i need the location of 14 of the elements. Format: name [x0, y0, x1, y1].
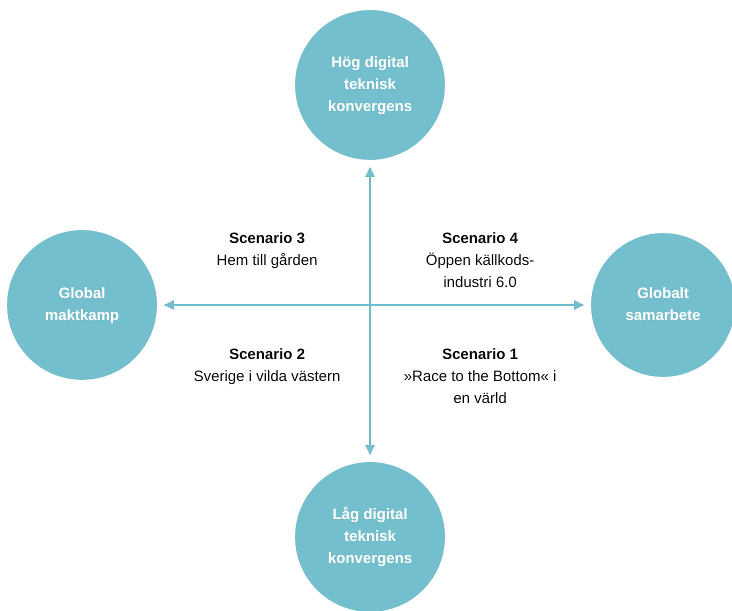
axis-arrow: [164, 300, 584, 310]
axis-label: Globalt samarbete: [624, 284, 702, 326]
axis-label: Global maktkamp: [44, 284, 120, 326]
scenario-heading: Scenario 4: [441, 229, 519, 249]
axis-label: Hög digital teknisk konvergens: [326, 53, 414, 117]
scenario-description: Hem till gården: [216, 251, 318, 271]
scenario-heading: Scenario 3: [228, 229, 306, 249]
scenario-description: Sverige i vilda västern: [192, 367, 342, 387]
scenario-heading: Scenario 2: [228, 345, 306, 365]
scenario-description: Öppen källkods-industri 6.0: [424, 251, 536, 293]
scenario-description: »Race to the Bottom« i en värld: [402, 367, 558, 409]
scenario-heading: Scenario 1: [441, 345, 519, 365]
axis-label: Låg digital teknisk konvergens: [326, 505, 414, 569]
axis-arrow: [365, 167, 375, 455]
